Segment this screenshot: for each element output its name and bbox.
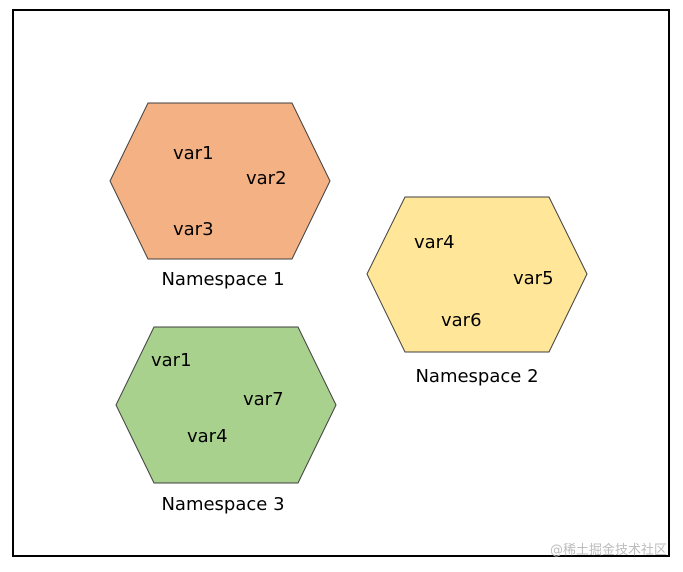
namespace-2-var-5: var5 [513,268,554,289]
namespace-3-group: var1 var7 var4 Namespace 3 [115,326,337,515]
namespace-1-group: var1 var2 var3 Namespace 1 [109,102,331,290]
namespace-1-var-3: var3 [173,219,214,240]
namespace-2-var-4: var4 [414,232,455,253]
namespace-1-var-2: var2 [246,168,287,189]
namespace-3-var-4: var4 [187,426,228,447]
diagram-frame [12,9,670,557]
namespace-2-hexagon [366,196,588,353]
namespace-2-label: Namespace 2 [415,366,538,387]
namespace-1-hexagon [109,102,331,260]
namespace-1-var-1: var1 [173,143,214,164]
namespace-2-group: var4 var5 var6 Namespace 2 [366,196,588,387]
namespace-3-var-1: var1 [151,350,192,371]
namespace-3-var-7: var7 [243,389,284,410]
namespace-3-hexagon [115,326,337,484]
namespace-2-var-6: var6 [441,310,482,331]
namespace-1-label: Namespace 1 [161,269,284,290]
watermark: @稀土掘金技术社区 [549,543,667,558]
namespace-3-label: Namespace 3 [161,494,284,515]
